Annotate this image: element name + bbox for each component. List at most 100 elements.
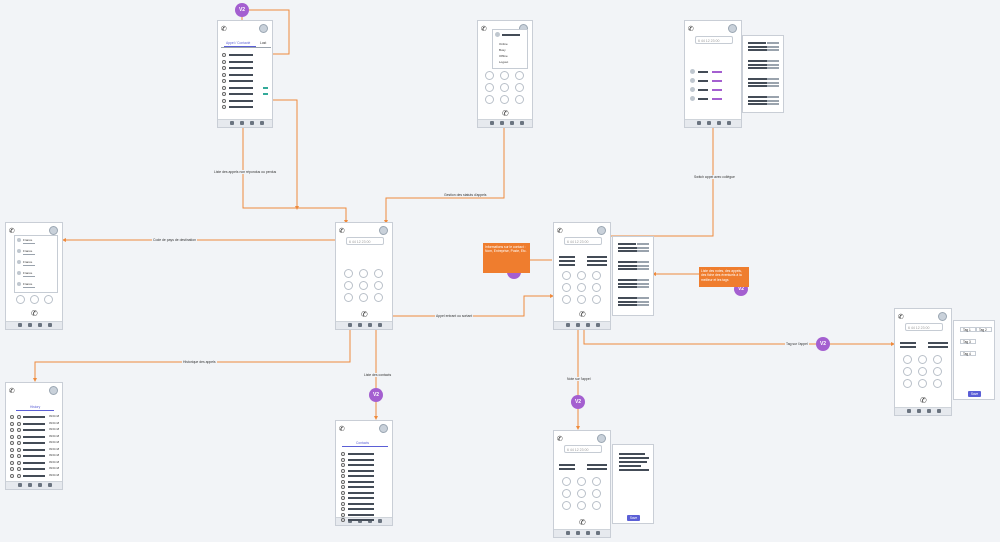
keypad-key[interactable] bbox=[515, 83, 524, 92]
keypad-key[interactable] bbox=[485, 95, 494, 104]
keypad-key[interactable] bbox=[577, 295, 586, 304]
list-item[interactable] bbox=[698, 89, 708, 91]
table-row[interactable] bbox=[23, 474, 45, 477]
avatar[interactable] bbox=[49, 226, 58, 235]
call-icon[interactable]: ✆ bbox=[920, 396, 927, 405]
table-row[interactable] bbox=[23, 461, 45, 464]
action-icon[interactable] bbox=[263, 93, 268, 95]
keypad-key[interactable] bbox=[562, 283, 571, 292]
keypad-key[interactable] bbox=[577, 283, 586, 292]
keypad-key[interactable] bbox=[592, 295, 601, 304]
list-item[interactable] bbox=[698, 71, 708, 73]
call-icon[interactable]: ✆ bbox=[579, 310, 586, 319]
keypad-key[interactable] bbox=[592, 501, 601, 510]
number-input[interactable]: 6 44 12 23 00 bbox=[564, 445, 602, 453]
status-offline[interactable]: Offline bbox=[499, 54, 508, 58]
keypad-key[interactable] bbox=[918, 379, 927, 388]
keypad-key[interactable] bbox=[903, 355, 912, 364]
keypad-key[interactable] bbox=[374, 293, 383, 302]
table-row[interactable] bbox=[23, 448, 45, 451]
keypad-key[interactable] bbox=[933, 379, 942, 388]
keypad-key[interactable] bbox=[918, 355, 927, 364]
call-icon[interactable]: ✆ bbox=[579, 518, 586, 527]
tag-item[interactable]: Tag 3 bbox=[960, 339, 976, 344]
table-row[interactable] bbox=[229, 80, 253, 82]
list-item[interactable] bbox=[348, 513, 374, 516]
keypad-key[interactable] bbox=[515, 95, 524, 104]
list-item[interactable] bbox=[348, 491, 374, 494]
avatar[interactable] bbox=[379, 226, 388, 235]
list-item[interactable] bbox=[698, 98, 708, 100]
keypad-key[interactable] bbox=[562, 489, 571, 498]
keypad-key[interactable] bbox=[344, 293, 353, 302]
list-item[interactable] bbox=[348, 480, 374, 483]
keypad-key[interactable] bbox=[485, 83, 494, 92]
table-row[interactable] bbox=[229, 106, 253, 108]
keypad-key[interactable] bbox=[562, 501, 571, 510]
avatar[interactable] bbox=[49, 386, 58, 395]
keypad-key[interactable] bbox=[344, 281, 353, 290]
list-item[interactable] bbox=[348, 475, 374, 477]
call-icon[interactable]: ✆ bbox=[361, 310, 368, 319]
avatar[interactable] bbox=[597, 226, 606, 235]
table-row[interactable] bbox=[229, 86, 253, 89]
keypad-key[interactable] bbox=[592, 477, 601, 486]
status-logout[interactable]: Logout bbox=[499, 60, 509, 64]
save-button[interactable]: Save bbox=[627, 515, 640, 521]
avatar[interactable] bbox=[259, 24, 268, 33]
avatar[interactable] bbox=[379, 424, 388, 433]
keypad-key[interactable] bbox=[500, 95, 509, 104]
table-row[interactable] bbox=[229, 93, 253, 95]
number-input[interactable]: 6 44 12 23 00 bbox=[346, 237, 384, 245]
tab-lost[interactable]: Lost bbox=[260, 41, 267, 45]
table-row[interactable] bbox=[23, 435, 45, 438]
status-online[interactable]: Online bbox=[499, 42, 508, 46]
keypad-key[interactable] bbox=[344, 269, 353, 278]
list-item[interactable] bbox=[348, 508, 374, 510]
keypad-key[interactable] bbox=[592, 283, 601, 292]
keypad-key[interactable] bbox=[592, 489, 601, 498]
call-icon[interactable]: ✆ bbox=[502, 109, 509, 118]
table-row[interactable] bbox=[23, 442, 45, 444]
keypad-key[interactable] bbox=[577, 271, 586, 280]
list-item[interactable] bbox=[348, 502, 374, 505]
country-item[interactable]: France bbox=[23, 249, 33, 253]
table-row[interactable] bbox=[229, 60, 253, 63]
list-item[interactable] bbox=[348, 469, 374, 472]
table-row[interactable] bbox=[23, 422, 45, 425]
keypad-key[interactable] bbox=[577, 489, 586, 498]
table-row[interactable] bbox=[229, 54, 253, 56]
list-item[interactable] bbox=[348, 519, 374, 521]
list-item[interactable] bbox=[348, 486, 374, 488]
list-item[interactable] bbox=[348, 453, 374, 455]
number-input[interactable]: 6 44 12 23 00 bbox=[905, 323, 943, 331]
keypad-key[interactable] bbox=[500, 83, 509, 92]
keypad-key[interactable] bbox=[903, 379, 912, 388]
table-row[interactable] bbox=[23, 416, 45, 418]
keypad-key[interactable] bbox=[592, 271, 601, 280]
keypad-key[interactable] bbox=[918, 367, 927, 376]
tag-item[interactable]: Tag 4 bbox=[960, 351, 976, 356]
table-row[interactable] bbox=[23, 429, 45, 431]
keypad-key[interactable] bbox=[562, 271, 571, 280]
table-row[interactable] bbox=[229, 67, 253, 69]
save-button[interactable]: Save bbox=[968, 391, 981, 397]
keypad-key[interactable] bbox=[359, 293, 368, 302]
list-item[interactable] bbox=[348, 497, 374, 499]
keypad-key[interactable] bbox=[359, 269, 368, 278]
list-item[interactable] bbox=[348, 458, 374, 461]
country-item[interactable]: France bbox=[23, 238, 33, 242]
avatar[interactable] bbox=[728, 24, 737, 33]
country-item[interactable]: France bbox=[23, 260, 33, 264]
list-item[interactable] bbox=[348, 464, 374, 466]
call-icon[interactable]: ✆ bbox=[31, 309, 38, 318]
status-busy[interactable]: Busy bbox=[499, 48, 506, 52]
tag-item[interactable]: Tag 1 bbox=[960, 327, 976, 332]
keypad-key[interactable] bbox=[485, 71, 494, 80]
keypad-key[interactable] bbox=[359, 281, 368, 290]
list-item[interactable] bbox=[698, 80, 708, 82]
keypad-key[interactable] bbox=[933, 367, 942, 376]
keypad-key[interactable] bbox=[562, 295, 571, 304]
number-input[interactable]: 6 44 12 23 00 bbox=[564, 237, 602, 245]
avatar[interactable] bbox=[938, 312, 947, 321]
